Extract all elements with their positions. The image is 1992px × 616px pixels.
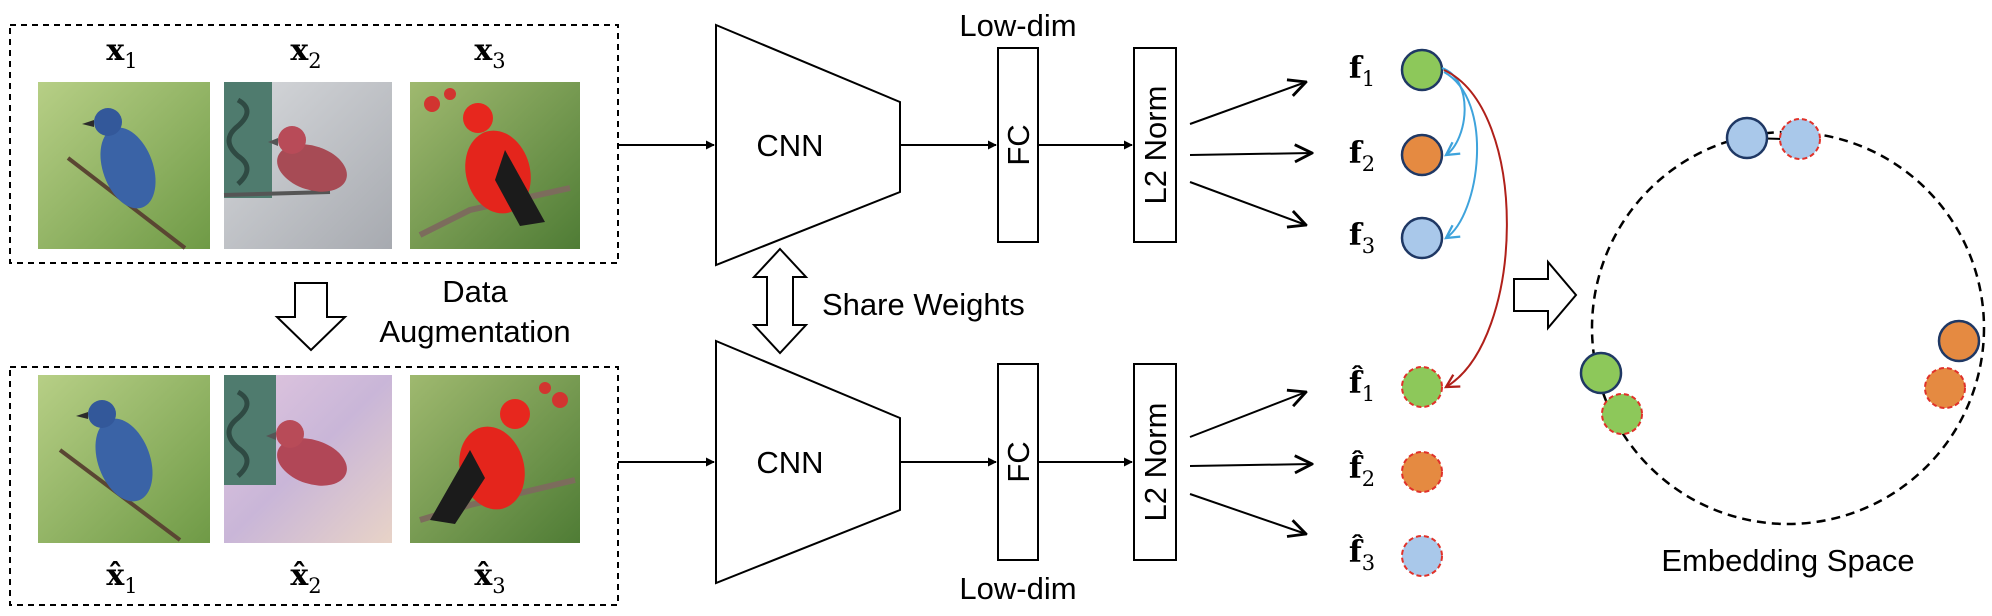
hollow-right-arrow-icon [1513, 259, 1578, 331]
label-f1: f1 [1349, 51, 1375, 91]
blue-arrow-f1-to-f3 [1443, 71, 1479, 238]
node-f1-hat [1401, 366, 1443, 408]
lowdim-label-bottom: Low-dim [959, 571, 1076, 606]
label-x3: x3 [474, 33, 505, 73]
lowdim-label-top: Low-dim [959, 8, 1076, 43]
embed-node-f2 [1937, 319, 1981, 363]
bird-image-x3 [410, 82, 580, 249]
label-x2: x2 [290, 33, 321, 73]
bird-image-x3-aug [410, 375, 580, 543]
embed-node-f2-hat [1924, 367, 1966, 409]
node-f2 [1400, 133, 1444, 177]
node-f3 [1400, 216, 1444, 260]
arrow-norm-to-f3 [1189, 181, 1306, 225]
arrow-norm-to-f3-hat [1189, 493, 1306, 534]
fc-label-bottom: FC [1001, 441, 1036, 482]
label-f2: f2 [1349, 136, 1375, 176]
bird-image-x1 [38, 82, 210, 250]
red-arrow-f1-to-f1-hat [1443, 69, 1508, 387]
bird-image-x2-aug [224, 375, 392, 543]
l2norm-block-top [1133, 47, 1177, 243]
embed-node-f3-hat [1779, 118, 1821, 160]
cnn-label-bottom: CNN [756, 445, 823, 480]
embed-node-f1 [1579, 351, 1623, 395]
bird-image-x1-aug [38, 375, 210, 543]
label-f3: f3 [1349, 218, 1375, 258]
arrow-norm-to-f2 [1189, 153, 1312, 155]
label-f3-hat: f̂3 [1349, 535, 1375, 575]
embedding-space-label: Embedding Space [1661, 543, 1914, 578]
arrow-norm-to-f1-hat [1189, 392, 1306, 438]
embedding-circle [1590, 130, 1986, 526]
l2norm-label-bottom: L2 Norm [1138, 403, 1173, 522]
fc-block-bottom [997, 363, 1039, 561]
bird-image-x2 [223, 82, 392, 249]
cnn-label-top: CNN [756, 128, 823, 163]
fc-block-top [997, 47, 1039, 243]
arrow-norm-to-f2-hat [1189, 464, 1312, 466]
cnn-block-bottom [715, 339, 901, 585]
augmentation-label-line1: Data [442, 274, 508, 309]
label-x1-hat: x̂1 [106, 558, 137, 598]
label-x3-hat: x̂3 [474, 558, 505, 598]
node-f1 [1400, 48, 1444, 92]
label-f1-hat: f̂1 [1349, 366, 1375, 406]
embed-node-f1-hat [1601, 393, 1643, 435]
arrow-norm-to-f1 [1189, 82, 1306, 125]
node-f2-hat [1401, 451, 1443, 493]
hollow-down-arrow-icon [274, 282, 348, 352]
label-x1: x1 [106, 33, 137, 73]
label-f2-hat: f̂2 [1349, 451, 1375, 491]
node-f3-hat [1401, 535, 1443, 577]
augmentation-label-line2: Augmentation [379, 314, 570, 349]
l2norm-label-top: L2 Norm [1138, 86, 1173, 205]
fc-label-top: FC [1001, 124, 1036, 165]
l2norm-block-bottom [1133, 363, 1177, 561]
embed-node-f3 [1725, 116, 1769, 160]
hollow-double-arrow-icon [751, 247, 809, 355]
share-weights-label: Share Weights [822, 287, 1025, 322]
label-x2-hat: x̂2 [290, 558, 321, 598]
cnn-block-top [715, 23, 901, 267]
bottom-input-group [9, 366, 619, 606]
